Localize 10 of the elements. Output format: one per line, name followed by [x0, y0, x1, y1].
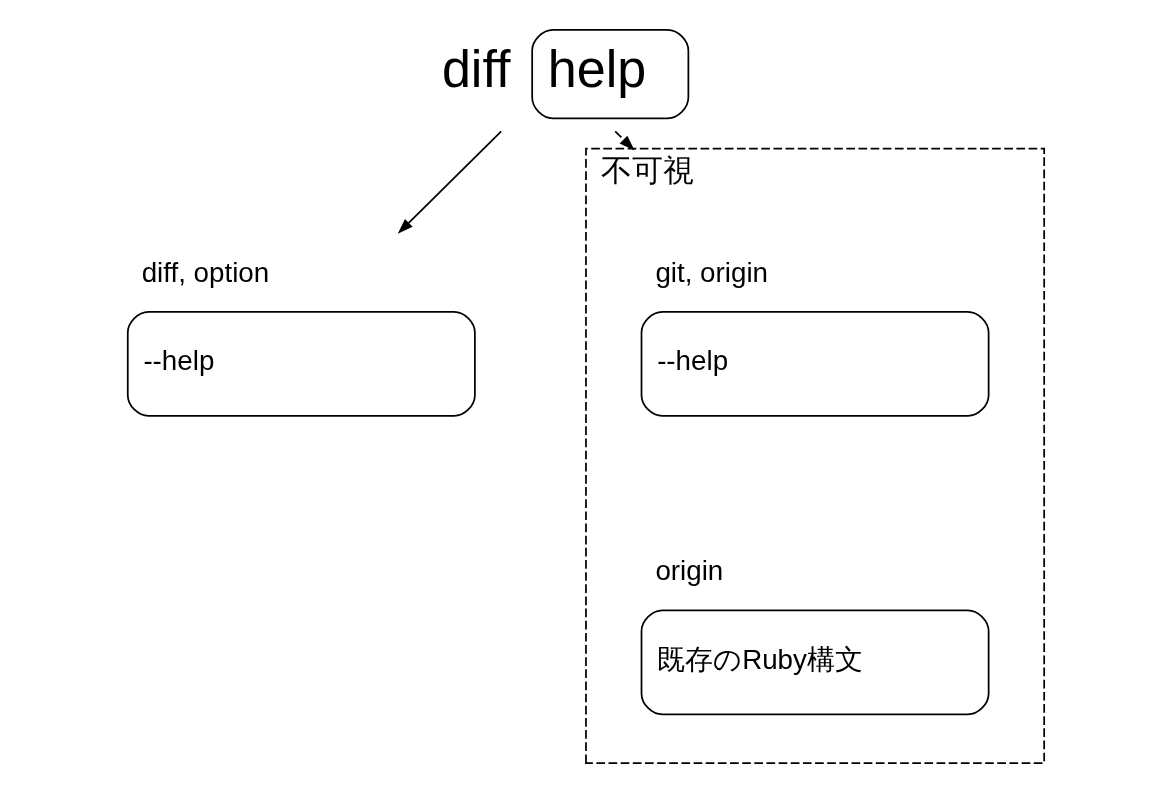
node-label: diff [441, 40, 511, 99]
node-box: --help [640, 310, 990, 417]
node-box: 既存のRuby構文 [640, 609, 990, 716]
node-label: git, origin [655, 256, 769, 288]
node-label: diff, option [141, 256, 270, 288]
arrow [614, 130, 635, 151]
node-box: --help [126, 310, 476, 417]
node-box: help [531, 28, 690, 120]
node-label: origin [655, 555, 724, 587]
arrow [397, 130, 503, 234]
